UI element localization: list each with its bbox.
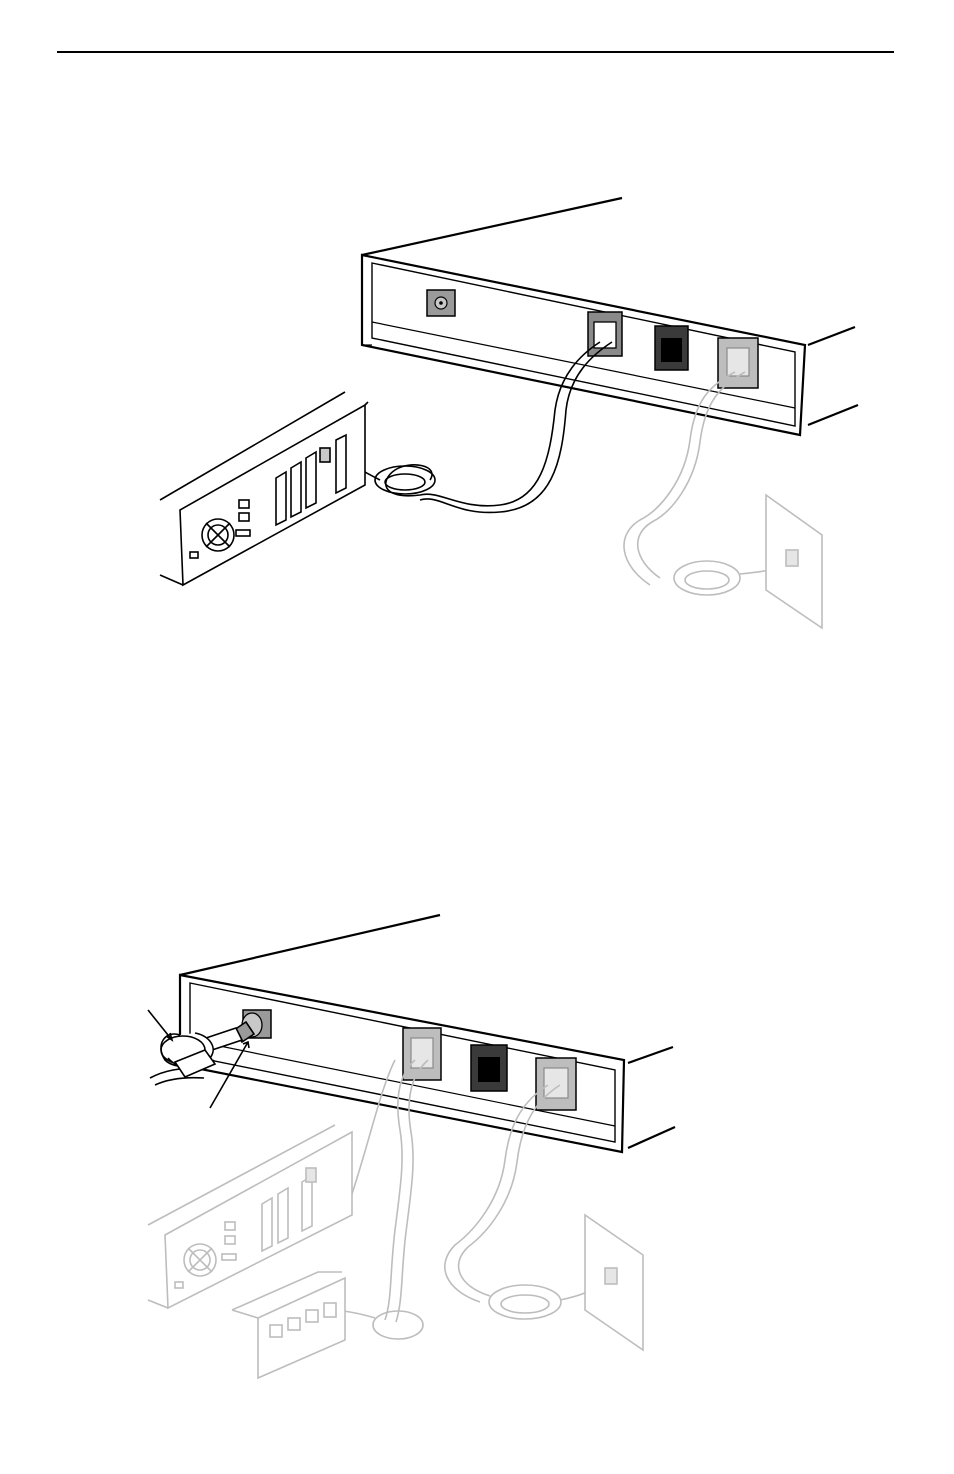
phone-jack-icon xyxy=(718,338,758,388)
figure-2 xyxy=(0,905,954,1385)
line-jack-icon xyxy=(471,1045,507,1091)
header-rule xyxy=(57,51,894,53)
data-port-icon xyxy=(403,1028,441,1080)
power-jack-icon xyxy=(427,290,455,316)
computer-tower xyxy=(148,1125,352,1308)
wall-jack-icon xyxy=(585,1215,643,1350)
data-port-icon xyxy=(588,312,622,356)
phone-jack-icon xyxy=(536,1058,576,1110)
auxiliary-device xyxy=(232,1272,345,1378)
line-jack-icon xyxy=(655,326,688,370)
computer-tower xyxy=(160,392,368,585)
figure-1 xyxy=(0,185,954,635)
wall-jack-icon xyxy=(766,495,822,628)
